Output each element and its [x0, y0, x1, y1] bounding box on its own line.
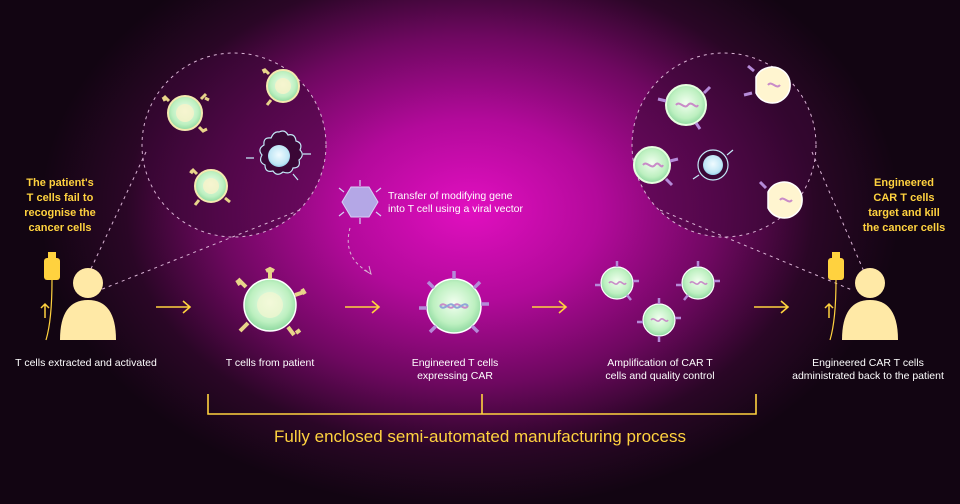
- step-label-4: Amplification of CAR T cells and quality…: [605, 357, 715, 382]
- left-callout: The patient's T cells fail to recognise …: [24, 177, 96, 234]
- bubble-dying-cancer-2: [758, 180, 803, 219]
- process-bracket: [207, 394, 757, 415]
- bubble-t-cell-1: [161, 92, 210, 134]
- step-label-3: Engineered T cells expressing CAR: [411, 357, 499, 382]
- arrow-2: [345, 300, 381, 314]
- engineered-t-cell: [419, 271, 489, 334]
- vector-dashed-arrow: [347, 227, 371, 274]
- arrow-4: [754, 300, 790, 314]
- patient-left: [40, 252, 116, 341]
- viral-vector: [338, 180, 382, 224]
- connector-left-b: [99, 209, 301, 291]
- bubble-car-t-cell-1: [657, 84, 712, 130]
- amplified-car-t-cell-3: [637, 298, 681, 342]
- vector-note: Transfer of modifying gene into T cell u…: [388, 190, 524, 215]
- vector-arrow-head: [363, 265, 372, 276]
- step-label-2: T cells from patient: [225, 357, 315, 369]
- right-callout: Engineered CAR T cells target and kill t…: [862, 177, 946, 234]
- bubble-cancer-cell: [246, 130, 311, 181]
- bubble-dying-cancer-1: [743, 64, 791, 104]
- bubble-t-cell-3: [189, 167, 231, 206]
- step-label-1: T cells extracted and activated: [15, 357, 157, 369]
- amplified-car-t-cell-2: [676, 261, 720, 301]
- arrow-1: [156, 300, 192, 314]
- step-label-5: Engineered CAR T cells administrated bac…: [792, 357, 944, 382]
- amplified-car-t-cell-1: [595, 261, 639, 301]
- bubble-car-t-cell-2: [633, 146, 679, 187]
- bubble-t-cell-2: [261, 67, 300, 106]
- t-cell-from-patient: [235, 266, 307, 337]
- process-label: Fully enclosed semi-automated manufactur…: [274, 427, 686, 446]
- arrow-3: [532, 300, 568, 314]
- patient-right: [824, 252, 898, 341]
- bubble-cancer-target: [692, 149, 734, 181]
